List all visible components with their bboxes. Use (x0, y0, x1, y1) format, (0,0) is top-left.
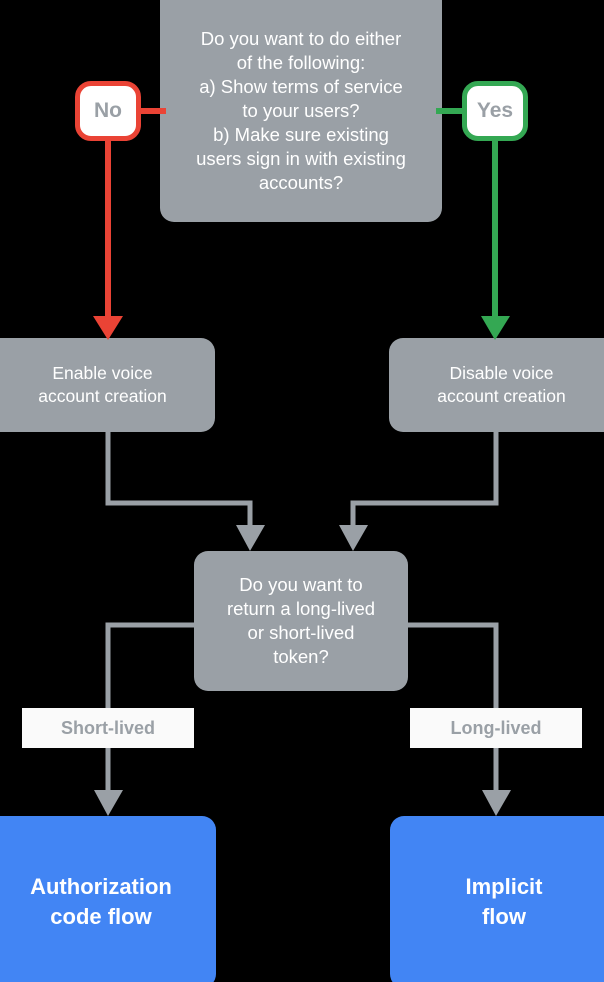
edge-label-long-lived: Long-lived (410, 708, 582, 748)
arrowhead-disable-to-decision2 (339, 525, 368, 551)
decision-node-token-lifetime: Do you want to return a long-lived or sh… (194, 551, 408, 691)
edge-label-long-lived-text: Long-lived (450, 717, 542, 738)
arrowhead-decision2-to-auth (94, 790, 123, 816)
edge-enable-to-decision2 (105, 432, 253, 527)
edge-badge-yes: Yes (462, 81, 528, 141)
edge-badge-yes-label: Yes (476, 99, 514, 122)
arrowhead-decision2-to-implicit (482, 790, 511, 816)
edge-label-short-lived: Short-lived (22, 708, 194, 748)
edge-badge-no-label: No (94, 99, 122, 122)
arrowhead-no-to-enable (93, 316, 123, 340)
edge-label-short-lived-text: Short-lived (60, 717, 155, 738)
edge-disable-to-decision2 (350, 432, 499, 527)
decision-node-terms-and-existing-accounts: Do you want to do either of the followin… (160, 0, 442, 222)
terminal-node-implicit-flow: Implicit flow (390, 816, 604, 982)
terminal-node-authorization-code-flow-text: Authorization code flow (30, 874, 172, 929)
action-node-disable-voice-account-creation: Disable voice account creation (389, 338, 604, 432)
decision-node-1-text: Do you want to do either of the followin… (196, 27, 406, 194)
action-node-enable-text: Enable voice account creation (38, 363, 167, 406)
decision-node-2-text: Do you want to return a long-lived or sh… (226, 573, 376, 668)
terminal-node-implicit-flow-text: Implicit flow (465, 874, 543, 929)
action-node-disable-text: Disable voice account creation (437, 363, 566, 406)
terminal-node-authorization-code-flow: Authorization code flow (0, 816, 216, 982)
arrowhead-yes-to-disable (481, 316, 510, 340)
edge-badge-no: No (75, 81, 141, 141)
arrowhead-enable-to-decision2 (236, 525, 265, 551)
action-node-enable-voice-account-creation: Enable voice account creation (0, 338, 215, 432)
